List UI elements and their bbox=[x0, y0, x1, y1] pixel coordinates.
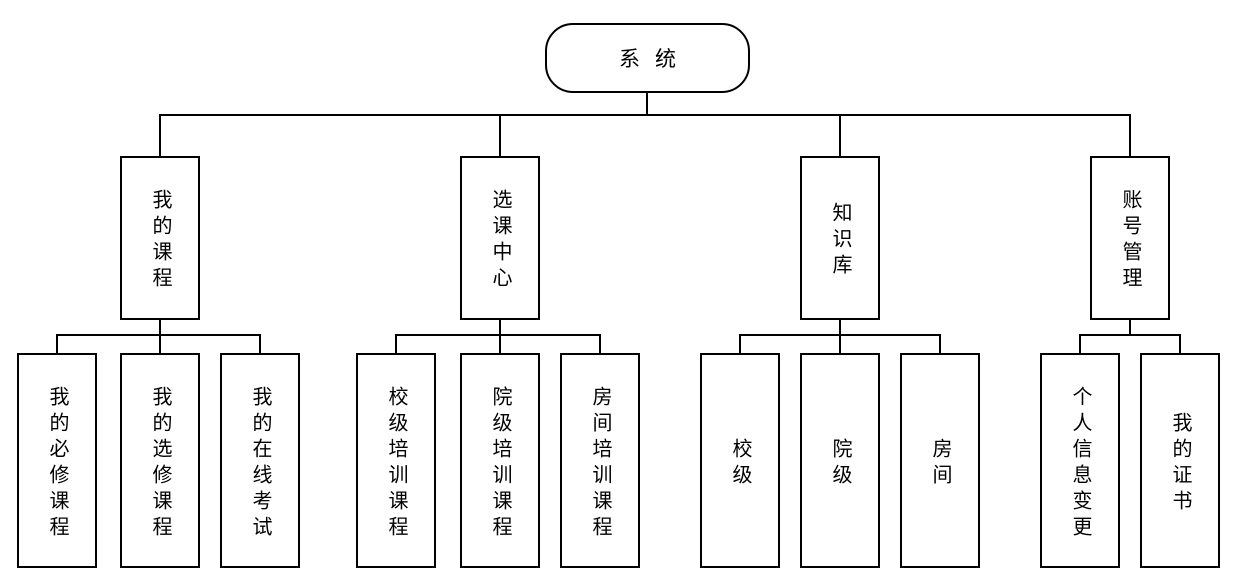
leaf-node-label: 我的在线考试 bbox=[249, 385, 271, 542]
leaf-node-my-elective-courses: 我的选修课程 bbox=[120, 353, 200, 568]
leaf-node-my-required-courses: 我的必修课程 bbox=[17, 353, 97, 568]
connector-drop-branch-0 bbox=[159, 115, 161, 156]
branch-node-label: 我的课程 bbox=[149, 189, 171, 293]
connector-branch3-stem bbox=[1129, 320, 1131, 335]
leaf-node-room: 房间 bbox=[900, 353, 980, 568]
leaf-node-room-training-courses: 房间培训课程 bbox=[560, 353, 640, 568]
leaf-node-college-level-training-courses: 院级培训课程 bbox=[460, 353, 540, 568]
leaf-node-my-certificates: 我的证书 bbox=[1140, 353, 1220, 568]
connector-drop-branch-1 bbox=[499, 115, 501, 156]
connector-drop-leaf-2-0 bbox=[739, 335, 741, 353]
connector-drop-leaf-1-2 bbox=[599, 335, 601, 353]
connector-drop-leaf-2-2 bbox=[939, 335, 941, 353]
connector-drop-leaf-3-0 bbox=[1079, 335, 1081, 353]
connector-branch2-stem bbox=[839, 320, 841, 335]
connector-drop-branch-2 bbox=[839, 115, 841, 156]
connector-drop-leaf-1-0 bbox=[395, 335, 397, 353]
leaf-node-label: 我的选修课程 bbox=[149, 385, 171, 542]
branch-node-label: 选课中心 bbox=[489, 189, 511, 293]
leaf-node-label: 个人信息变更 bbox=[1069, 385, 1091, 542]
connector-branch1-stem bbox=[499, 320, 501, 335]
branch-node-knowledge-base: 知识库 bbox=[800, 156, 880, 320]
branch-node-account-management: 账号管理 bbox=[1090, 156, 1170, 320]
connector-branch0-stem bbox=[159, 320, 161, 335]
leaf-node-personal-info-change: 个人信息变更 bbox=[1040, 353, 1120, 568]
leaf-node-label: 房间培训课程 bbox=[589, 385, 611, 542]
leaf-node-label: 校级培训课程 bbox=[385, 385, 407, 542]
branch-node-course-selection-center: 选课中心 bbox=[460, 156, 540, 320]
leaf-node-label: 院级 bbox=[829, 437, 851, 490]
connector-drop-leaf-0-0 bbox=[56, 335, 58, 353]
leaf-node-school-level-training-courses: 校级培训课程 bbox=[356, 353, 436, 568]
root-node-label: 系统 bbox=[619, 47, 691, 71]
leaf-node-label: 校级 bbox=[729, 437, 751, 490]
branch-node-label: 账号管理 bbox=[1119, 189, 1141, 293]
leaf-node-my-online-exams: 我的在线考试 bbox=[220, 353, 300, 568]
connector-root-stem bbox=[646, 93, 648, 116]
connector-branch1-hline bbox=[395, 334, 601, 336]
leaf-node-label: 我的必修课程 bbox=[46, 385, 68, 542]
leaf-node-label: 院级培训课程 bbox=[489, 385, 511, 542]
leaf-node-school-level: 校级 bbox=[700, 353, 780, 568]
connector-drop-leaf-0-2 bbox=[259, 335, 261, 353]
connector-drop-leaf-2-1 bbox=[839, 335, 841, 353]
connector-branch3-hline bbox=[1079, 334, 1181, 336]
connector-branch0-hline bbox=[56, 334, 261, 336]
leaf-node-label: 我的证书 bbox=[1169, 411, 1191, 516]
connector-drop-leaf-1-1 bbox=[499, 335, 501, 353]
root-node-system: 系统 bbox=[545, 23, 750, 93]
branch-node-label: 知识库 bbox=[829, 202, 851, 280]
leaf-node-college-level: 院级 bbox=[800, 353, 880, 568]
branch-node-my-courses: 我的课程 bbox=[120, 156, 200, 320]
leaf-node-label: 房间 bbox=[929, 437, 951, 490]
connector-drop-leaf-0-1 bbox=[159, 335, 161, 353]
connector-drop-branch-3 bbox=[1129, 115, 1131, 156]
connector-level1-hline bbox=[159, 114, 1131, 116]
connector-drop-leaf-3-1 bbox=[1179, 335, 1181, 353]
